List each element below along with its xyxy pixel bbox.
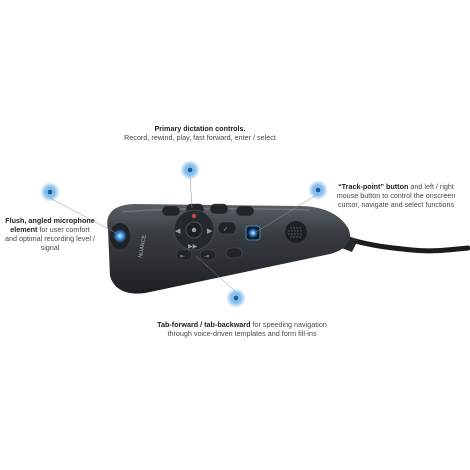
leader-line-right [255,193,319,233]
callout-body: for user comfort and optimal recording l… [5,225,95,252]
callout-body: for speeding navigation through voice-dr… [167,320,327,338]
callout-body: and left / right mouse button to control… [336,182,456,209]
callout-marker-right [308,180,328,200]
fast-forward-icon: ▶▶ [188,244,198,250]
callout-body: Record, rewind, play, fast forward, ente… [124,133,276,142]
rewind-button[interactable] [161,205,181,217]
leader-line-bottom [195,255,237,293]
callout-track-point: “Track-point” button and left / right mo… [330,182,462,209]
enter-icon [191,227,197,233]
leader-line-left [49,197,119,235]
speaker-grille-icon [285,221,307,243]
callout-title: Primary dictation controls. [154,124,246,133]
callout-marker-bottom [226,288,246,308]
brand-label: NUANCE [138,234,148,258]
record-icon [191,213,197,219]
tab-forward-button[interactable] [199,249,217,261]
rewind-icon: ◀ [175,228,181,235]
body-highlight [121,208,311,213]
callout-title: Flush, angled microphone element [5,216,95,234]
fast-forward-button[interactable] [209,203,229,215]
tab-backward-button[interactable] [175,249,193,261]
device-cable [349,237,470,254]
play-icon-small: ✓ [223,227,228,233]
play-icon: ▶ [207,228,213,235]
track-point-led [248,228,258,238]
callout-title: Tab-forward / tab-backward [157,320,251,329]
leader-line-top [189,175,193,209]
mouse-right-button[interactable] [225,247,243,259]
callout-primary-controls: Primary dictation controls. Record, rewi… [120,124,280,142]
microphone-led [113,229,127,243]
callout-title: “Track-point” button [338,182,409,191]
callout-microphone-element: Flush, angled microphone element for use… [4,216,96,252]
mouse-left-button[interactable] [235,205,255,217]
tab-backward-icon: ⇤ [180,254,185,260]
play-button[interactable] [217,221,237,235]
callout-marker-top [180,160,200,180]
tab-forward-icon: ⇥ [204,254,209,260]
callout-marker-left [40,182,60,202]
callout-tab-navigation: Tab-forward / tab-backward for speeding … [156,320,328,338]
